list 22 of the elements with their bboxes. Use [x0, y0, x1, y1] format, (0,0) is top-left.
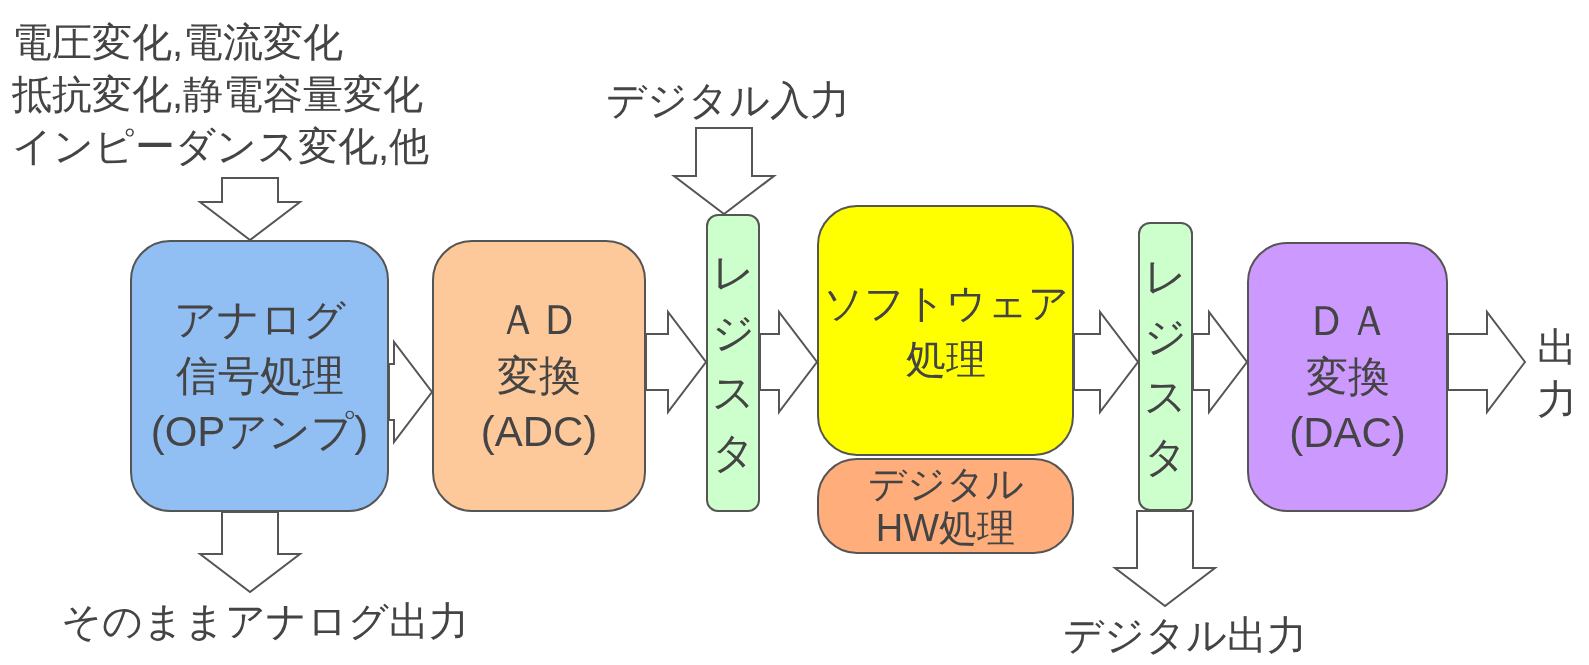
input-label: デジタル入力: [590, 72, 865, 128]
block-arrow: [197, 511, 303, 594]
block-arrow: [759, 309, 819, 415]
block-arrow: [1112, 510, 1218, 608]
process-box: アナログ信号処理(OPアンプ): [130, 240, 389, 512]
register-bar: レジスタ: [706, 214, 760, 512]
process-box: デジタルHW処理: [817, 458, 1074, 554]
block-arrow: [1192, 309, 1249, 415]
process-box: ソフトウェア処理: [817, 205, 1074, 456]
block-arrow: [645, 309, 708, 415]
register-bar: レジスタ: [1138, 222, 1193, 511]
process-box: ＤＡ変換(DAC): [1247, 242, 1448, 512]
block-arrow: [197, 177, 303, 242]
input-label: 電圧変化,電流変化抵抗変化,静電容量変化インピーダンス変化,他: [12, 10, 512, 178]
block-arrow: [1447, 309, 1527, 415]
block-arrow: [671, 127, 777, 216]
block-arrow: [1073, 309, 1140, 415]
output-label: 出力: [1525, 318, 1589, 428]
process-box: ＡＤ変換(ADC): [432, 240, 646, 512]
output-label: そのままアナログ出力: [30, 592, 500, 650]
output-label: デジタル出力: [1040, 606, 1330, 664]
block-arrow: [388, 339, 434, 445]
